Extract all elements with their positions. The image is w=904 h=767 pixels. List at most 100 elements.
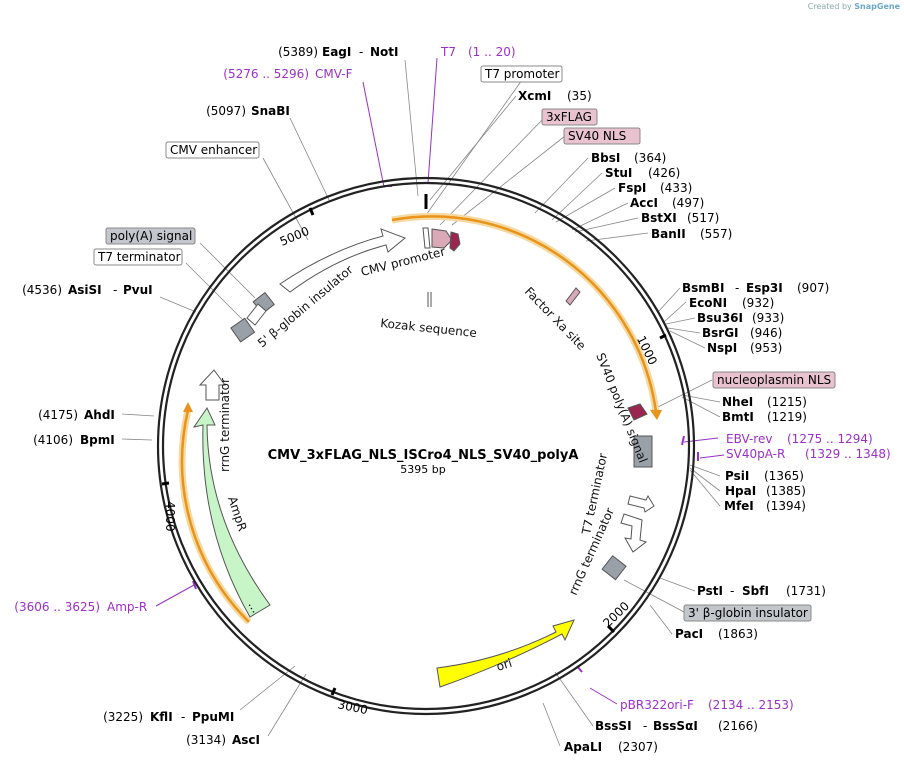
site-apali: ApaLI bbox=[564, 740, 602, 754]
label-rrng-terminator-left: rrnG terminator bbox=[218, 378, 232, 472]
site-asisi: AsiSI bbox=[68, 283, 102, 297]
site-bmti-pos: (1219) bbox=[767, 410, 807, 424]
boxed-labels: T7 promoter 3xFLAG SV40 NLS CMV enhancer… bbox=[93, 65, 836, 622]
plasmid-name: CMV_3xFLAG_NLS_ISCro4_NLS_SV40_polyA bbox=[268, 448, 579, 463]
site-stui-pos: (426) bbox=[648, 166, 680, 180]
box-polya-signal bbox=[105, 227, 196, 245]
site-bsssi-sep: - bbox=[643, 719, 647, 733]
primer-labels: T7 (1 .. 20) (5276 .. 5296) CMV-F EBV-re… bbox=[14, 45, 890, 712]
site-nspi-pos: (953) bbox=[750, 341, 782, 355]
primer-pbr322orif-range: (2134 .. 2153) bbox=[708, 698, 794, 712]
site-mfei-pos: (1394) bbox=[766, 499, 806, 513]
box-t7-promoter bbox=[480, 65, 563, 83]
polya-signal-feature bbox=[230, 317, 256, 343]
site-noti: NotI bbox=[370, 45, 399, 59]
label-t7-terminator: T7 terminator bbox=[97, 250, 181, 264]
label-nucleoplasmin-nls: nucleoplasmin NLS bbox=[717, 373, 831, 387]
cmv-promoter-feature bbox=[279, 228, 406, 293]
site-kfli-pos: (3225) bbox=[103, 710, 143, 724]
site-bmti: BmtI bbox=[722, 410, 754, 424]
tick-3000: 3000 bbox=[336, 697, 369, 717]
site-hpai: HpaI bbox=[725, 484, 756, 498]
site-asci: AscI bbox=[232, 733, 260, 747]
orange-arc-left bbox=[180, 409, 250, 623]
site-xcmi: XcmI bbox=[518, 89, 551, 103]
site-acci: AccI bbox=[630, 196, 658, 210]
snapgene-credit: Created by SnapGene bbox=[808, 2, 900, 11]
label-cmv-enhancer: CMV enhancer bbox=[170, 143, 257, 157]
primer-t7: T7 bbox=[440, 45, 456, 59]
site-hpai-pos: (1385) bbox=[766, 484, 806, 498]
site-pvui: PvuI bbox=[123, 283, 153, 297]
credit-brand: SnapGene bbox=[854, 2, 900, 11]
site-mfei: MfeI bbox=[724, 499, 754, 513]
site-sbfi: SbfI bbox=[742, 584, 769, 598]
site-ahdi: AhdI bbox=[84, 408, 115, 422]
site-psii: PsiI bbox=[725, 469, 749, 483]
primer-pbr322orif: pBR322ori-F bbox=[620, 698, 694, 712]
primer-ampr-range: (3606 .. 3625) bbox=[14, 600, 100, 614]
site-asci-pos: (3134) bbox=[186, 733, 226, 747]
box-nucleoplasmin-nls bbox=[712, 371, 836, 389]
site-bsssai: BssSαI bbox=[653, 719, 698, 733]
site-ppumi: PpuMI bbox=[192, 710, 234, 724]
site-paci-pos: (1863) bbox=[718, 627, 758, 641]
t7-terminator-feature bbox=[246, 303, 267, 326]
site-fspi: FspI bbox=[618, 181, 646, 195]
label-3xflag: 3xFLAG bbox=[546, 110, 592, 124]
site-psti-pos: (1731) bbox=[786, 584, 826, 598]
label-polya-signal: poly(A) signal bbox=[110, 229, 192, 243]
backbone-outer bbox=[156, 176, 696, 716]
site-eagi: EagI bbox=[322, 45, 351, 59]
plasmid-size: 5395 bp bbox=[400, 463, 445, 476]
tick-5000: 5000 bbox=[278, 224, 312, 249]
primer-cmvf-range: (5276 .. 5296) bbox=[223, 67, 309, 81]
label-t7-promoter: T7 promoter bbox=[484, 67, 560, 81]
primer-ampr: Amp-R bbox=[107, 600, 147, 614]
beta-globin-3-feature bbox=[601, 555, 627, 581]
label-sv40-nls: SV40 NLS bbox=[568, 129, 626, 143]
orange-arc-top bbox=[391, 215, 658, 413]
tick-4000: 4000 bbox=[163, 501, 177, 532]
t7-promoter-feature bbox=[422, 227, 431, 249]
site-psti-sep: - bbox=[730, 584, 734, 598]
box-sv40-nls bbox=[563, 127, 641, 145]
sites-right: XcmI (35) BbsI (364) StuI (426) FspI (43… bbox=[518, 89, 829, 754]
t7-terminator-right-feature bbox=[627, 494, 655, 513]
factor-xa-feature bbox=[565, 287, 581, 306]
box-cmv-enhancer bbox=[165, 141, 260, 159]
site-xcmi-pos: (35) bbox=[567, 89, 592, 103]
flag3x-feature bbox=[431, 228, 453, 249]
site-nhei: NheI bbox=[722, 395, 753, 409]
site-psti: PstI bbox=[697, 584, 723, 598]
nucleoplasmin-nls-feature bbox=[627, 403, 648, 421]
site-nhei-pos: (1215) bbox=[767, 395, 807, 409]
site-esp3i: Esp3I bbox=[746, 281, 783, 295]
site-psii-pos: (1365) bbox=[764, 469, 804, 483]
label-ampr: AmpR bbox=[225, 495, 249, 533]
site-banii-pos: (557) bbox=[700, 227, 732, 241]
primer-ebvrev: EBV-rev bbox=[726, 432, 772, 446]
site-bsmbi: BsmBI bbox=[682, 281, 724, 295]
site-snabi: SnaBI bbox=[251, 104, 290, 118]
site-eagi-pos: (5389) bbox=[278, 45, 318, 59]
site-bpmi: BpmI bbox=[80, 433, 115, 447]
rrng-terminator-right-feature bbox=[620, 513, 648, 553]
scale-ticks bbox=[161, 207, 667, 696]
ampr-feature bbox=[192, 406, 271, 618]
primer-sv40par: SV40pA-R bbox=[726, 447, 785, 461]
site-paci: PacI bbox=[675, 627, 703, 641]
sv40-nls-feature bbox=[449, 231, 461, 252]
box-beta-globin-3 bbox=[683, 604, 812, 622]
site-nspi: NspI bbox=[707, 341, 737, 355]
site-bbsi: BbsI bbox=[591, 151, 620, 165]
site-bstxi: BstXI bbox=[641, 211, 677, 225]
site-bsssi-pos: (2166) bbox=[718, 719, 758, 733]
site-snabi-pos: (5097) bbox=[206, 104, 246, 118]
site-bpmi-pos: (4106) bbox=[33, 433, 73, 447]
label-kozak: Kozak sequence bbox=[380, 316, 478, 340]
site-asisi-pos: (4536) bbox=[22, 283, 62, 297]
site-bsu36i: Bsu36I bbox=[697, 311, 743, 325]
rrng-terminator-left-feature bbox=[198, 369, 226, 401]
